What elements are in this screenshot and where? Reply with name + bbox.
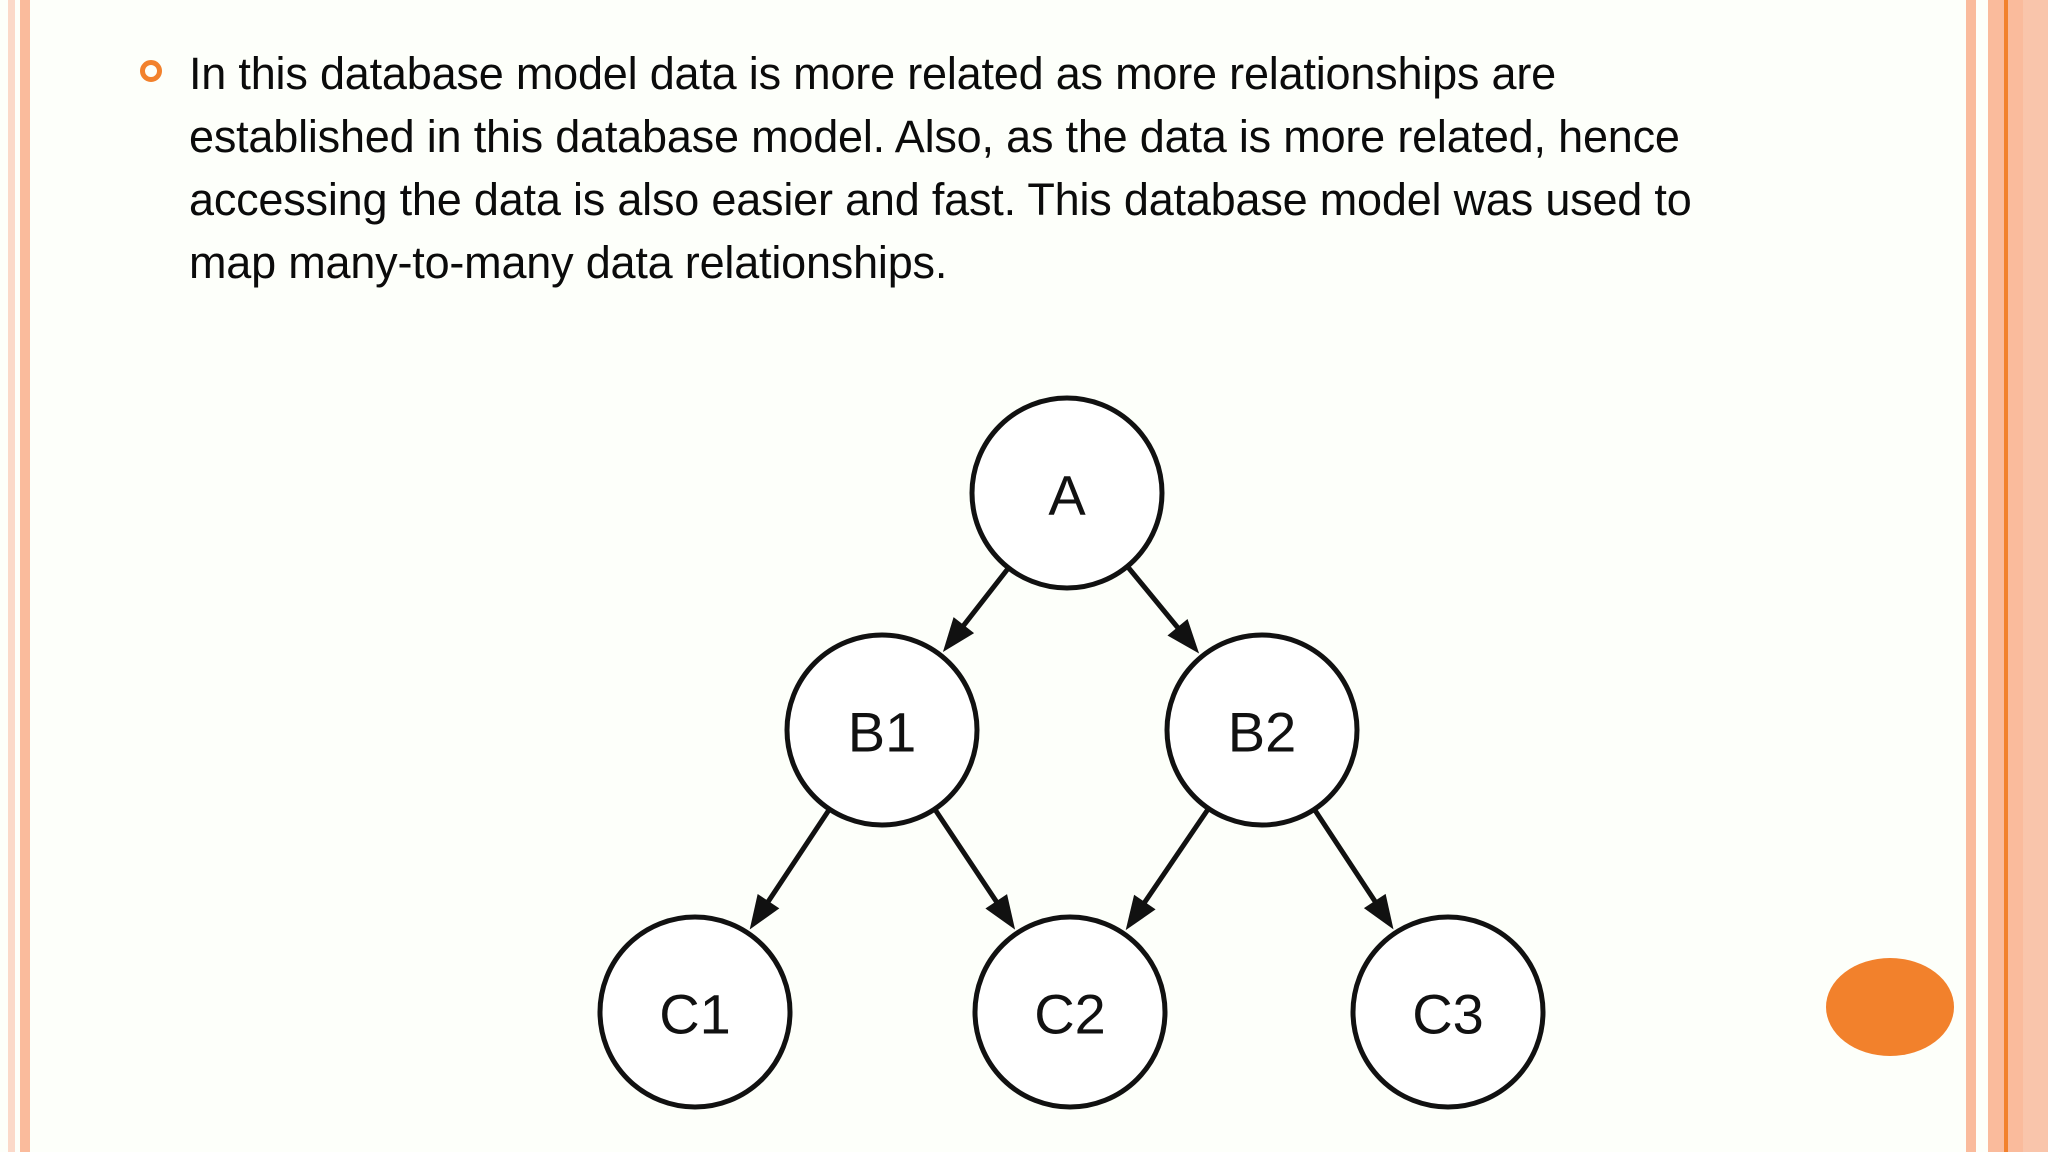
left-border-decoration: [0, 0, 36, 1152]
diagram-edge-b1-c2: [932, 807, 1002, 907]
node-circle-c1: [597, 914, 793, 1110]
diagram-edges: [749, 564, 1394, 931]
diagram-node-c2: C2: [972, 914, 1168, 1110]
node-label-c2: C2: [1034, 983, 1106, 1046]
left-border-band-outer: [20, 0, 30, 1152]
node-circle-a: [969, 395, 1165, 591]
diagram-edge-a-b1: [958, 566, 1011, 631]
right-border-band-1: [1966, 0, 1976, 1152]
diagram-node-a: A: [969, 395, 1165, 591]
arrowhead-b2-c2: [1125, 894, 1156, 931]
right-border-accent-line: [2004, 0, 2008, 1152]
right-border-band-4: [2023, 0, 2048, 1152]
diagram-edge-b2-c3: [1312, 807, 1380, 907]
body-paragraph: In this database model data is more rela…: [189, 48, 1704, 288]
right-border-decoration: [1948, 0, 2048, 1152]
arrowhead-a-b2: [1167, 619, 1200, 654]
node-circle-b1: [784, 632, 980, 828]
arrowhead-b2-c3: [1363, 893, 1394, 930]
node-label-c1: C1: [659, 983, 731, 1046]
arrowhead-b1-c2: [985, 894, 1016, 930]
diagram-node-c3: C3: [1350, 914, 1546, 1110]
orange-ellipse-accent: [1826, 958, 1954, 1056]
node-circle-c3: [1350, 914, 1546, 1110]
right-border-band-3: [2008, 0, 2023, 1152]
arrowhead-a-b1: [942, 617, 975, 652]
node-label-c3: C3: [1412, 983, 1484, 1046]
bullet-list-item: In this database model data is more rela…: [140, 42, 1780, 294]
node-label-b1: B1: [848, 701, 917, 764]
node-label-b2: B2: [1228, 701, 1297, 764]
diagram-edge-b1-c1: [763, 807, 832, 907]
node-circle-c2: [972, 914, 1168, 1110]
node-circle-b2: [1164, 632, 1360, 828]
diagram-node-b1: B1: [784, 632, 980, 828]
diagram-node-c1: C1: [597, 914, 793, 1110]
hollow-circle-bullet-icon: [140, 60, 162, 82]
node-label-a: A: [1048, 464, 1086, 527]
diagram-edge-a-b2: [1125, 564, 1183, 633]
diagram-edge-b2-c2: [1139, 807, 1211, 908]
content-block: In this database model data is more rela…: [140, 42, 1780, 294]
left-border-band-inner: [8, 0, 15, 1152]
diagram-node-b2: B2: [1164, 632, 1360, 828]
arrowhead-b1-c1: [749, 893, 780, 930]
right-border-band-2: [1988, 0, 2004, 1152]
